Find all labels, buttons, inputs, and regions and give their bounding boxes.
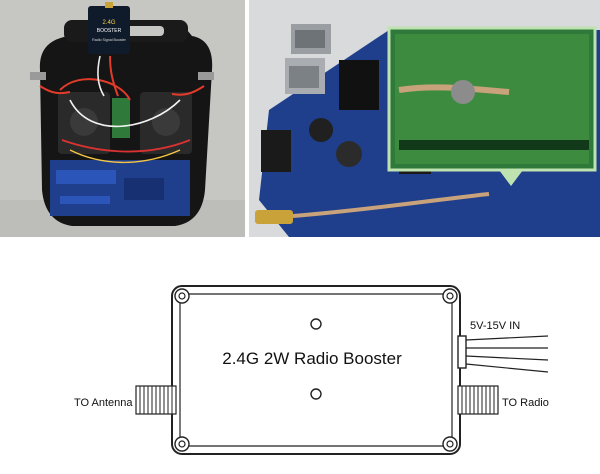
booster-label-line3: Radio Signal Booster bbox=[92, 38, 127, 42]
diagram-body bbox=[171, 285, 461, 455]
booster-diagram: 2.4G 2W Radio Booster 5V-15V IN bbox=[0, 240, 600, 474]
screw-bottom bbox=[310, 388, 322, 400]
radio-label: TO Radio bbox=[502, 397, 549, 409]
photo-booster-pcb bbox=[249, 0, 600, 237]
booster-label-line1: 2.4G bbox=[102, 20, 115, 26]
booster-label-line2: BOOSTER bbox=[97, 28, 122, 34]
diagram-title: 2.4G 2W Radio Booster bbox=[222, 349, 402, 368]
mount-hole-top-right bbox=[442, 288, 458, 304]
booster-box bbox=[88, 6, 130, 54]
mount-hole-bottom-right bbox=[442, 436, 458, 452]
mount-hole-bottom-left bbox=[174, 436, 190, 452]
power-label: 5V-15V IN bbox=[470, 320, 520, 332]
antenna-connector bbox=[135, 385, 177, 415]
screw-top bbox=[310, 318, 322, 330]
mount-hole-top-left bbox=[174, 288, 190, 304]
power-input-cable bbox=[457, 335, 549, 373]
antenna-label: TO Antenna bbox=[74, 397, 133, 409]
radio-connector bbox=[457, 385, 499, 415]
photo-transmitter-internals: 2.4G BOOSTER Radio Signal Booster bbox=[0, 0, 245, 237]
